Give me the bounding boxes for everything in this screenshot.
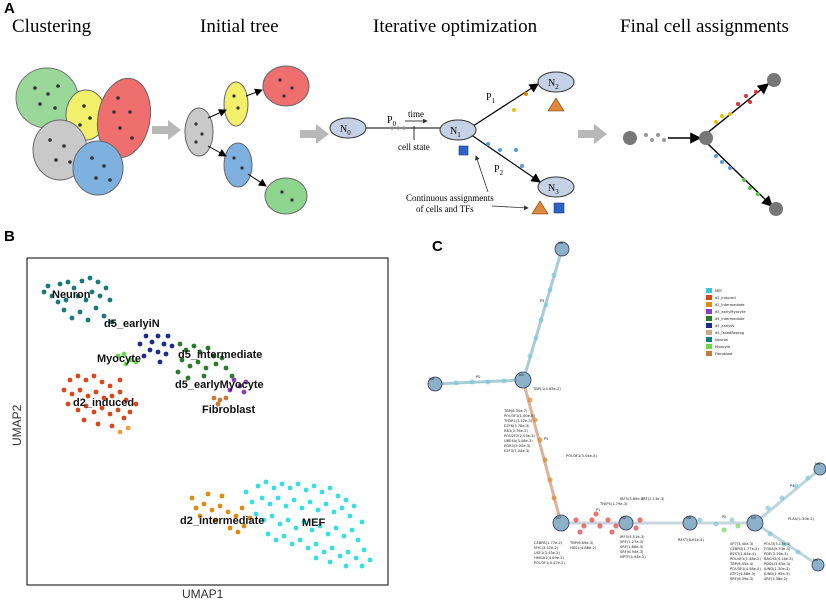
cluster-label-d5-earlymyocyte: d5_earlyMyocyte — [175, 379, 264, 391]
svg-text:d2_induced: d2_induced — [715, 296, 736, 300]
svg-text:N2: N2 — [621, 516, 626, 520]
clustering-blobs — [15, 67, 152, 196]
iterative-optimization-graph: N0 N1 N2 N3 P0 P1 P2 time cell state — [329, 71, 575, 215]
node-c-n3 — [813, 462, 826, 476]
svg-text:CEBPA(1.77e-2) MYC(3.57e: CEBPA(1.77e-2) MYC(3.57e-2) USF1(3.43e-2… — [534, 541, 565, 565]
cluster-label-d5-intermediate: d5_intermediate — [178, 349, 262, 361]
svg-text:SP7(3.40e-3) CEBPD(1.77e: SP7(3.40e-3) CEBPD(1.77e-2) BEST(1.64e-4… — [729, 542, 762, 581]
cluster-label-d2-induced: d2_induced — [73, 397, 134, 409]
cluster-label-mef: MEF — [302, 517, 326, 529]
svg-text:P2: P2 — [722, 515, 726, 519]
svg-text:P4: P4 — [790, 484, 795, 488]
node-n1: N1 — [439, 119, 477, 141]
svg-text:N4: N4 — [813, 558, 819, 562]
path-label-p2: P2 — [494, 164, 504, 177]
svg-text:N8: N8 — [686, 516, 692, 520]
svg-text:Neuron: Neuron — [715, 338, 728, 342]
svg-text:N0: N0 — [429, 377, 435, 381]
cluster-label-d2-intermediate: d2_intermediate — [180, 515, 264, 527]
node-c-n8 — [682, 515, 698, 531]
svg-text:N1: N1 — [450, 126, 461, 139]
cluster-label-neuron: Neuron — [52, 289, 91, 301]
svg-text:N7: N7 — [556, 516, 561, 520]
title-initial-tree: Initial tree — [200, 16, 279, 37]
time-label: time — [408, 109, 424, 119]
svg-text:N0: N0 — [340, 124, 351, 137]
node-n3: N3 — [537, 176, 575, 198]
tf-triangle-n2 — [547, 97, 565, 112]
node-c-n7 — [552, 514, 570, 532]
svg-text:P3: P3 — [540, 299, 544, 303]
node-c-n4 — [811, 558, 825, 572]
svg-text:N3: N3 — [815, 462, 820, 466]
svg-text:Fibroblast: Fibroblast — [715, 352, 733, 356]
svg-text:d5_earlyiN: d5_earlyiN — [715, 324, 734, 328]
cluster-label-fibroblast: Fibroblast — [202, 404, 256, 416]
cluster-label-d5-earlyin: d5_earlyiN — [104, 318, 160, 330]
cluster-label-myocyte: Myocyte — [97, 353, 141, 365]
panel-b-label: B — [4, 228, 15, 245]
node-c-n1 — [514, 371, 532, 389]
svg-text:POU3(3.17e-3) FOXA(9.33e: POU3(3.17e-3) FOXA(9.33e-3) PDE(3.16e-3)… — [763, 542, 794, 581]
title-iterative-optimization: Iterative optimization — [373, 16, 538, 37]
cell-state-label: cell state — [398, 142, 430, 152]
svg-text:Myocyte: Myocyte — [715, 345, 731, 349]
svg-text:P1: P1 — [596, 508, 600, 512]
arrow-3 — [578, 124, 607, 144]
svg-text:N5: N5 — [751, 516, 756, 520]
continuous-assignments-note: Continuous assignments of cells and TFs — [406, 193, 496, 214]
umap-ylabel: UMAP2 — [10, 404, 24, 446]
final-tree — [623, 73, 783, 216]
umap-plot: UMAP1 UMAP2 — [10, 257, 389, 601]
svg-text:POU3F1(3.04e-4): POU3F1(3.04e-4) — [566, 454, 597, 458]
svg-text:TBP(6.89e-3) HES1(4.88e-: TBP(6.89e-3) HES1(4.88e-2) — [569, 541, 597, 550]
svg-text:N1: N1 — [519, 373, 524, 377]
svg-text:TBP(6.30e-7) POU3F1(1.60: TBP(6.30e-7) POU3F1(1.60e-6) TFDP1(3.52e… — [503, 409, 536, 453]
svg-text:N6: N6 — [558, 241, 564, 245]
tf-square-n1 — [458, 145, 469, 156]
svg-text:TBPL1(4.63e-2): TBPL1(4.63e-2) — [532, 387, 561, 391]
title-clustering: Clustering — [12, 16, 92, 37]
path-label-p0: P0 — [387, 115, 397, 128]
svg-text:IRF5(4.51e-3) SRF(1.27e-: IRF5(4.51e-3) SRF(1.27e-3) SRF(1.86e-3) … — [620, 535, 646, 559]
svg-text:P0: P0 — [476, 375, 481, 379]
svg-text:N3: N3 — [548, 183, 559, 196]
node-n2: N2 — [537, 71, 575, 93]
svg-text:PLAU(1.30e-2): PLAU(1.30e-2) — [788, 517, 815, 521]
panel-c-label: C — [432, 238, 443, 255]
node-c-n2 — [618, 515, 634, 531]
svg-text:MEF: MEF — [715, 289, 722, 293]
panel-a-label: A — [4, 0, 15, 17]
title-final-cell-assignments: Final cell assignments — [620, 16, 789, 37]
node-c-n6 — [554, 241, 570, 257]
svg-text:REST(8.61e-4): REST(8.61e-4) — [678, 538, 704, 542]
svg-text:d5_failedReprog: d5_failedReprog — [715, 331, 744, 335]
tf-triangle-n3 — [531, 200, 549, 215]
legend-c: MEF d2_induced d2_intermediate d5_earlyM… — [706, 288, 746, 356]
node-n0: N0 — [329, 117, 367, 139]
svg-text:IRF5(3.89e-3) SRF(2.13e-: IRF5(3.89e-3) SRF(2.13e-3) TFAP4(1.79e-3… — [599, 497, 666, 506]
svg-text:d5_earlyMyocyte: d5_earlyMyocyte — [715, 310, 746, 314]
svg-text:P5: P5 — [544, 437, 548, 441]
tree-panel-c: N6 N0 N1 N7 N2 N8 N5 N3 N4 P3 P0 P5 P1 P… — [427, 241, 826, 581]
tf-square-n3 — [553, 202, 565, 214]
arrow-1 — [152, 120, 181, 140]
svg-text:d5_intermediate: d5_intermediate — [715, 317, 745, 321]
svg-text:N2: N2 — [548, 78, 559, 91]
arrow-2 — [300, 124, 329, 144]
node-c-n5 — [746, 514, 764, 532]
initial-tree — [184, 65, 310, 215]
svg-text:d2_intermediate: d2_intermediate — [715, 303, 745, 307]
path-label-p1: P1 — [486, 92, 496, 105]
node-c-n0 — [427, 376, 443, 392]
umap-xlabel: UMAP1 — [182, 587, 224, 601]
